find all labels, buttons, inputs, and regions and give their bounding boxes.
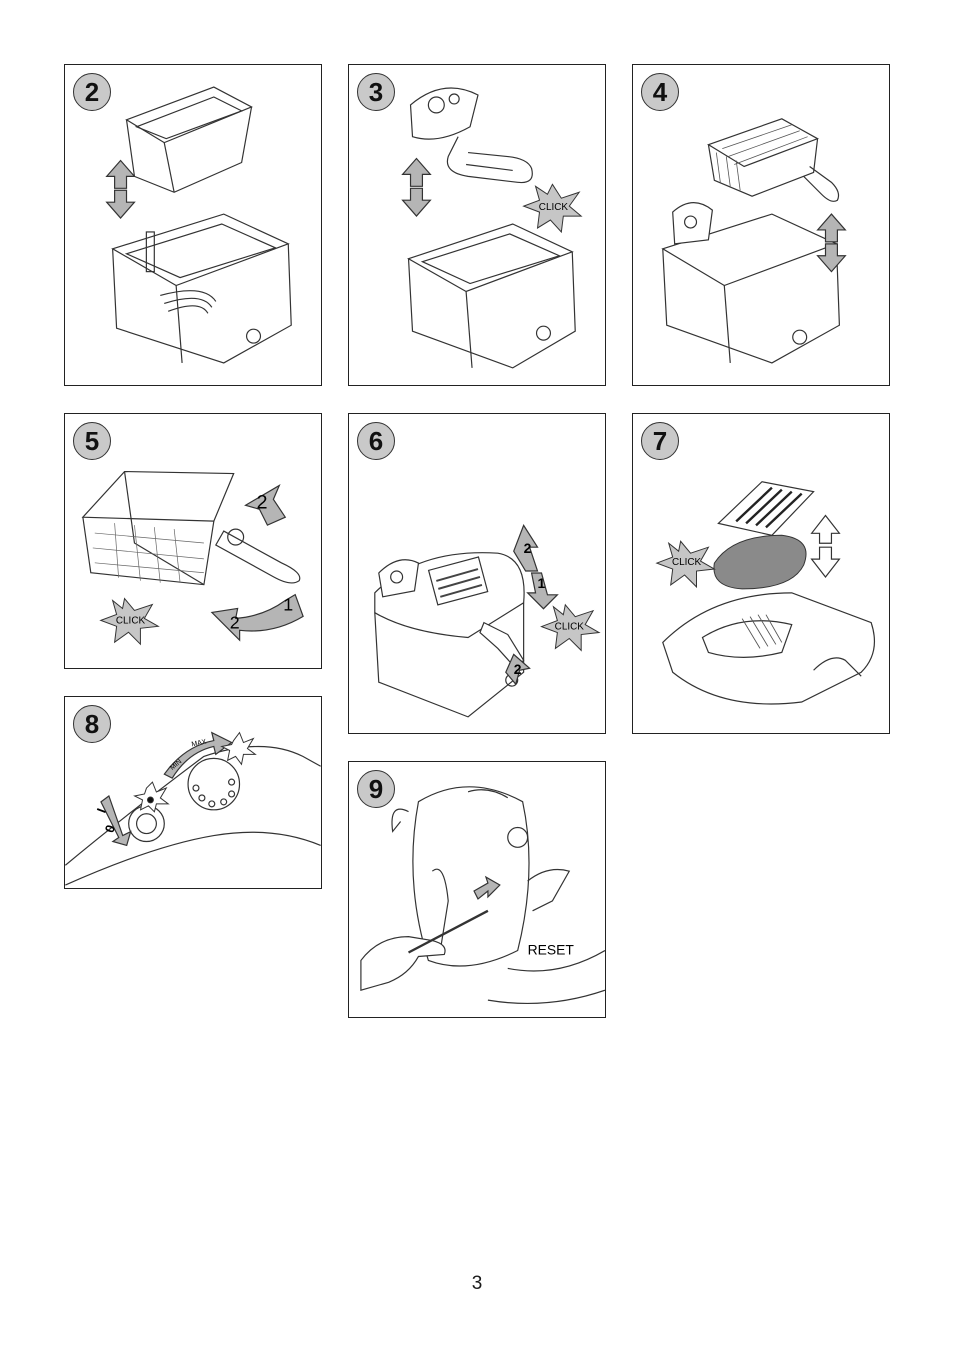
right-arrow-icon (473, 875, 501, 900)
up-down-arrow-icon (105, 159, 136, 219)
reset-label: RESET (528, 941, 575, 957)
filter-replacement-illustration: CLICK (655, 481, 875, 705)
step-3-panel: 3 CLICK (348, 64, 606, 386)
step-8-panel: 8 MIN MAX I 0 (64, 696, 322, 889)
click-burst-icon: CLICK (99, 597, 160, 646)
indicator-light-icon (133, 731, 257, 813)
up-down-arrow-icon (810, 514, 841, 578)
curved-arrow-icon (100, 731, 233, 847)
click-burst-icon: CLICK (655, 540, 716, 589)
step-4-panel: 4 (632, 64, 890, 386)
up-down-arrow-icon (816, 213, 847, 273)
step-number-badge: 7 (641, 422, 679, 460)
step-number-badge: 9 (357, 770, 395, 808)
page-number: 3 (471, 1273, 483, 1294)
lid-close-illustration: 2 1 2 CLICK (374, 524, 601, 718)
arrow-number-label: 2 (230, 612, 240, 632)
step-number-badge: 8 (73, 705, 111, 743)
click-burst-icon: CLICK (540, 603, 601, 652)
arrow-number-label: 1 (538, 575, 546, 591)
max-label: MAX (191, 738, 207, 748)
bowl-removal-illustration (105, 86, 292, 364)
click-label: CLICK (116, 615, 146, 626)
arrow-number-label: 2 (514, 661, 522, 677)
step-2-panel: 2 (64, 64, 322, 386)
step-number-badge: 2 (73, 73, 111, 111)
step-number-badge: 3 (357, 73, 395, 111)
step-7-panel: 7 CLICK (632, 413, 890, 734)
power-on-label: I (94, 806, 109, 814)
click-burst-icon: CLICK (522, 183, 583, 234)
control-panel-illustration: MIN MAX I 0 (65, 731, 321, 886)
click-label: CLICK (555, 622, 585, 633)
curved-arrow-icon (505, 524, 559, 686)
step-9-panel: 9 RESET (348, 761, 606, 1018)
step-number-badge: 4 (641, 73, 679, 111)
power-off-label: 0 (102, 823, 119, 835)
arrow-number-label: 1 (283, 594, 293, 614)
reset-button-illustration: RESET (360, 786, 605, 1005)
basket-handle-illustration: 2 1 2 CLICK (81, 470, 304, 646)
arrow-number-label: 2 (524, 540, 532, 556)
step-6-panel: 6 2 1 2 CLICK (348, 413, 606, 734)
arrow-number-label: 2 (257, 491, 268, 513)
click-label: CLICK (539, 202, 569, 213)
basket-insertion-illustration (661, 118, 847, 364)
up-down-arrow-icon (401, 157, 432, 217)
filter-pad (713, 534, 807, 590)
step-5-panel: 5 2 1 2 CLICK (64, 413, 322, 669)
click-label: CLICK (672, 557, 702, 568)
curved-arrow-icon (210, 484, 304, 642)
step-number-badge: 5 (73, 422, 111, 460)
lid-heating-element-illustration: CLICK (401, 87, 583, 369)
step-number-badge: 6 (357, 422, 395, 460)
